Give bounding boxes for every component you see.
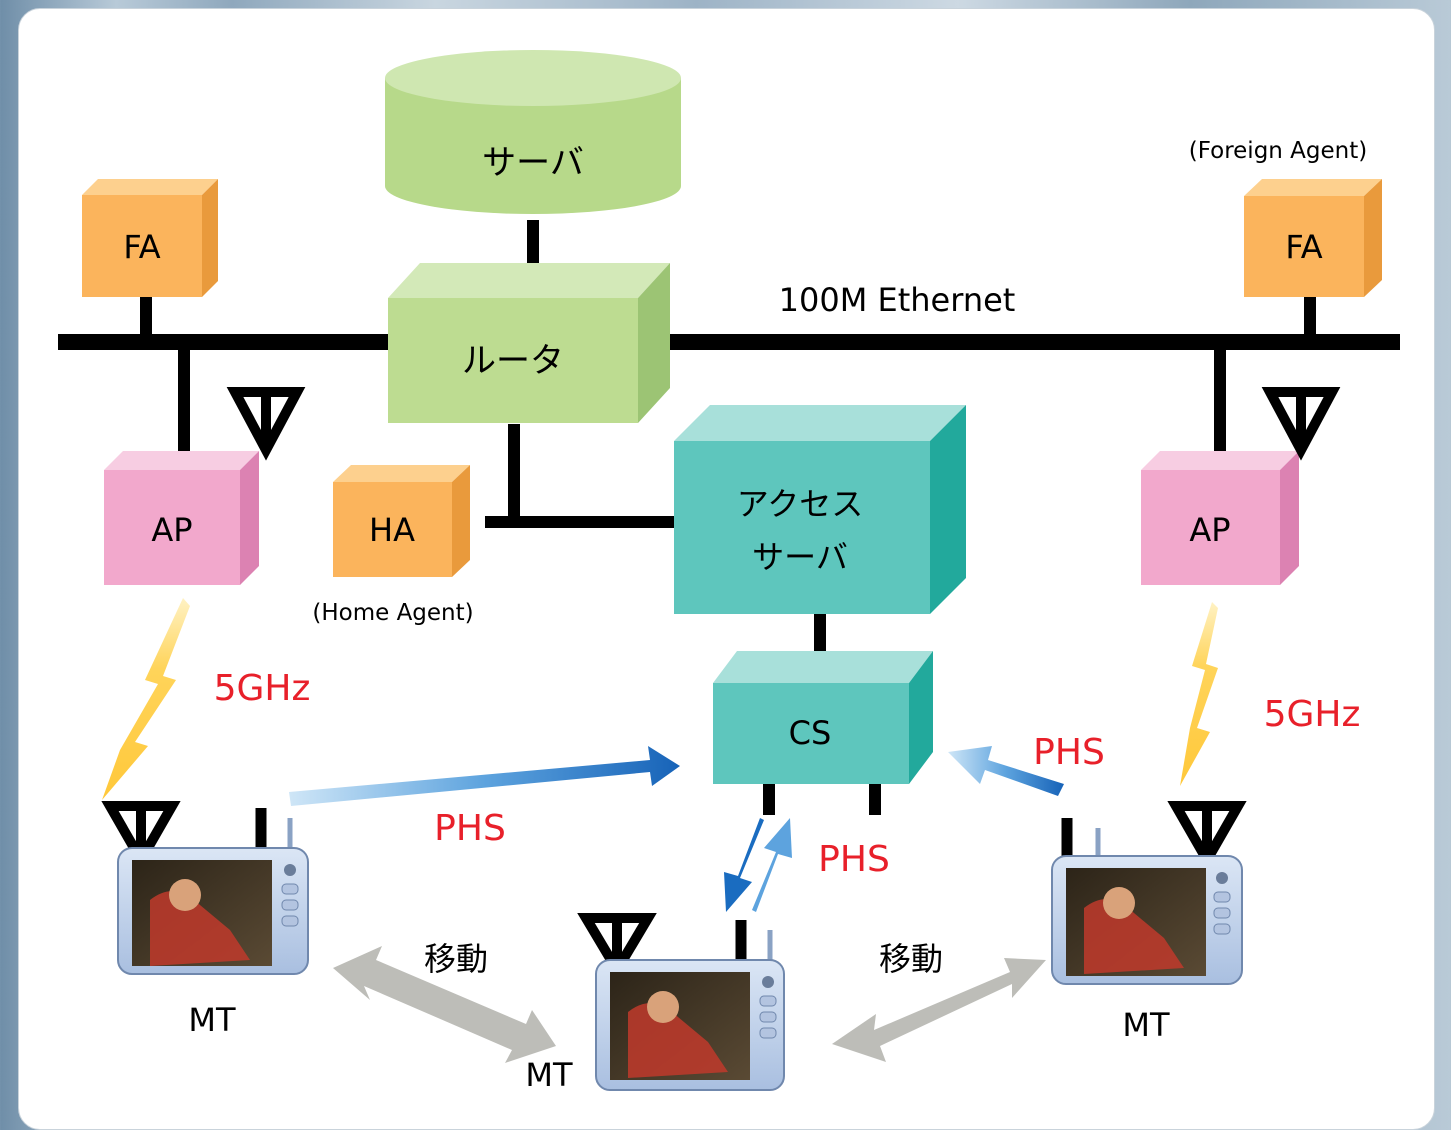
ha-label: HA — [369, 511, 415, 549]
fa-right-label: FA — [1285, 228, 1322, 266]
phs-right-label: PHS — [1033, 732, 1105, 773]
access-server-label-line2: サーバ — [752, 538, 848, 576]
server-cylinder: サーバ — [385, 50, 681, 214]
cs-label: CS — [789, 714, 832, 752]
access-server-box: アクセス サーバ — [674, 405, 966, 614]
lightning-bolt-icon — [102, 598, 190, 800]
ethernet-label: 100M Ethernet — [779, 281, 1016, 319]
antenna-icon — [226, 387, 306, 461]
fa-left-box: FA — [82, 179, 218, 297]
fa-left-label: FA — [123, 228, 160, 266]
fa-right-box: FA — [1244, 179, 1382, 297]
access-server-label-line1: アクセス — [737, 485, 863, 523]
ha-box: HA — [333, 465, 470, 577]
move-right-label: 移動 — [879, 940, 943, 978]
mt-right-label: MT — [1122, 1006, 1170, 1044]
lightning-bolt-icon — [1180, 602, 1218, 786]
move-arrow-right-icon — [832, 958, 1046, 1062]
ap-left-box: AP — [104, 451, 259, 585]
phs-arrow-right — [948, 746, 1064, 796]
phs-center-label: PHS — [818, 839, 890, 880]
ap-left-label: AP — [151, 511, 192, 549]
antenna-icon — [1167, 801, 1247, 871]
foreign-agent-label: (Foreign Agent) — [1189, 138, 1368, 164]
mt-left-device — [101, 801, 309, 975]
home-agent-label: (Home Agent) — [312, 600, 473, 626]
network-wires — [58, 220, 1400, 815]
server-label: サーバ — [482, 143, 584, 183]
ghz-right-label: 5GHz — [1264, 694, 1361, 735]
ap-right-box: AP — [1141, 451, 1299, 585]
ap-right-label: AP — [1189, 511, 1230, 549]
mt-center-label: MT — [525, 1056, 573, 1094]
phs-arrow-left — [289, 746, 680, 806]
phs-left-label: PHS — [434, 808, 506, 849]
move-left-label: 移動 — [424, 940, 488, 978]
ghz-left-label: 5GHz — [214, 668, 311, 709]
mt-right-device — [1051, 801, 1247, 985]
mt-center-device — [577, 913, 785, 1091]
phs-arrow-down — [724, 818, 792, 912]
router-box: ルータ — [388, 263, 670, 423]
mt-left-label: MT — [188, 1001, 236, 1039]
cs-box: CS — [713, 651, 933, 784]
antenna-icon — [1261, 387, 1341, 461]
router-label: ルータ — [462, 341, 564, 381]
move-arrow-left-icon — [333, 946, 556, 1063]
